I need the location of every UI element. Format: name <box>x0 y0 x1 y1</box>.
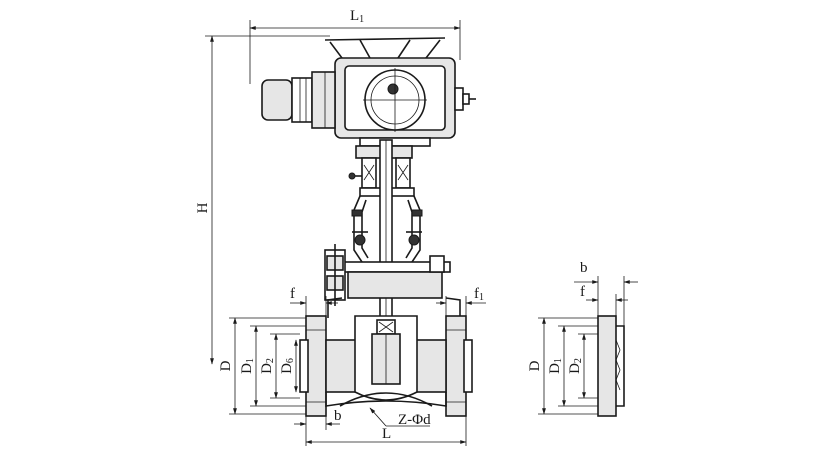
label-side-D1: D1 <box>547 358 564 374</box>
label-side-f: f <box>580 284 585 300</box>
dimension-lines <box>205 20 486 446</box>
label-D1: D1 <box>239 358 256 374</box>
label-H: H <box>195 202 211 213</box>
electric-actuator <box>261 37 476 147</box>
label-z-phi-d: Z-Φd <box>398 412 431 428</box>
label-D6: D6 <box>279 358 296 374</box>
label-f-left: f <box>290 286 295 302</box>
label-D: D <box>218 360 234 371</box>
label-f1: f1 <box>474 286 484 303</box>
label-L1: L1 <box>350 8 364 25</box>
label-side-D2: D2 <box>567 358 584 374</box>
label-b-bottom: b <box>334 408 342 424</box>
label-side-b: b <box>580 260 588 276</box>
label-L: L <box>382 426 391 442</box>
label-side-D: D <box>527 360 543 371</box>
valve-body <box>299 315 473 417</box>
bonnet <box>324 244 461 318</box>
label-D2: D2 <box>259 358 276 374</box>
side-flange-view <box>538 276 638 417</box>
